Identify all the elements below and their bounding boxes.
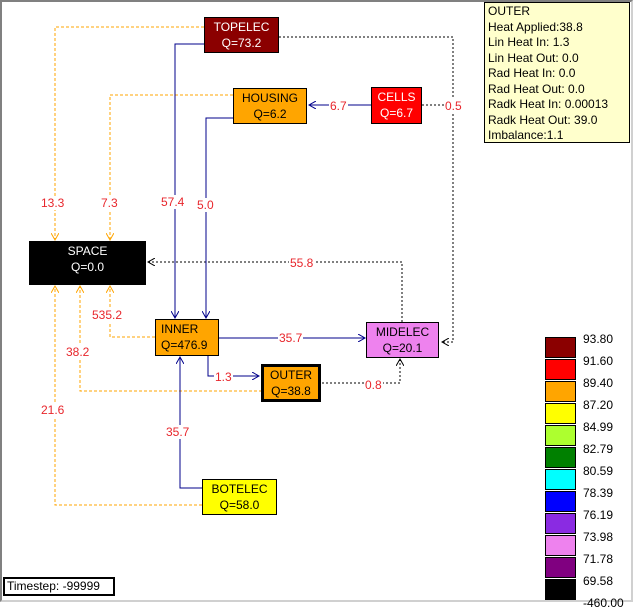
legend-value: -460.00 — [583, 596, 624, 610]
edge-label-inner-space: 535.2 — [91, 308, 124, 322]
legend-value: 76.19 — [583, 508, 614, 522]
node-name: OUTER — [270, 368, 312, 382]
edge-label-topelec-inner: 57.4 — [160, 195, 186, 209]
edge-label-midelec-space: 55.8 — [289, 256, 315, 270]
node-name: BOTELEC — [211, 482, 268, 496]
node-heat: Q=0.0 — [70, 260, 105, 274]
edge-midelec-space — [148, 262, 403, 322]
legend-swatch — [545, 359, 576, 380]
edge-outer-midelec — [322, 359, 400, 384]
edge-label-botelec-inner: 35.7 — [165, 425, 191, 439]
legend-swatch — [545, 469, 576, 490]
edge-label-outer-space: 38.2 — [65, 345, 91, 359]
edge-housing-space — [110, 94, 233, 240]
node-topelec[interactable]: TOPELEC Q=73.2 — [204, 17, 279, 53]
node-space[interactable]: SPACE Q=0.0 — [29, 241, 146, 285]
legend-value: 93.80 — [583, 332, 614, 346]
node-name: MIDELEC — [375, 325, 430, 339]
node-heat: Q=6.7 — [379, 106, 414, 120]
timestep-display: Timestep: -99999 — [3, 577, 115, 596]
node-name: CELLS — [377, 90, 416, 104]
edge-label-topelec-space: 13.3 — [40, 196, 66, 210]
info-lin-heat-in: Lin Heat In: 1.3 — [488, 35, 570, 49]
legend-swatch — [545, 557, 576, 578]
edge-outer-space — [80, 286, 262, 392]
edge-label-cells-housing: 6.7 — [329, 99, 348, 113]
edge-housing-inner — [206, 117, 233, 318]
edge-label-inner-outer: 1.3 — [214, 370, 233, 384]
legend-value: 78.39 — [583, 486, 614, 500]
edge-label-outer-midelec: 0.8 — [364, 378, 383, 392]
legend-value: 80.59 — [583, 464, 614, 478]
node-name: SPACE — [67, 244, 108, 258]
edge-label-housing-space: 7.3 — [100, 196, 119, 210]
edge-topelec-inner — [175, 43, 204, 318]
info-heat-applied: Heat Applied:38.8 — [488, 19, 583, 34]
node-info-panel: OUTER Heat Applied:38.8 Lin Heat In: 1.3… — [484, 2, 630, 143]
edge-cells-midelec — [398, 104, 454, 342]
legend-value: 69.58 — [583, 574, 614, 588]
node-outer[interactable]: OUTER Q=38.8 — [261, 364, 321, 402]
node-heat: Q=476.9 — [161, 338, 208, 352]
edge-label-cells-midelec: 0.5 — [444, 99, 463, 113]
legend-swatch — [545, 381, 576, 402]
edge-label-housing-inner: 5.0 — [196, 198, 215, 212]
info-lin-heat-out: Lin Heat Out: 0.0 — [488, 50, 579, 65]
edge-botelec-inner — [180, 357, 202, 489]
legend-value: 82.79 — [583, 442, 614, 456]
info-imbalance: Imbalance:1.1 — [488, 128, 564, 142]
edge-inner-space — [110, 286, 155, 338]
node-cells[interactable]: CELLS Q=6.7 — [371, 87, 422, 124]
node-botelec[interactable]: BOTELEC Q=58.0 — [202, 479, 277, 515]
node-name: HOUSING — [241, 91, 298, 105]
node-name: TOPELEC — [213, 20, 270, 34]
node-heat: Q=58.0 — [219, 498, 260, 512]
node-heat: Q=73.2 — [221, 36, 262, 50]
legend-swatch — [545, 535, 576, 556]
edge-botelec-space — [55, 286, 202, 506]
node-heat: Q=20.1 — [382, 341, 423, 355]
edge-inner-outer — [207, 356, 259, 376]
edge-label-inner-midelec: 35.7 — [278, 331, 304, 345]
legend-swatch — [545, 513, 576, 534]
legend-value: 89.40 — [583, 376, 614, 390]
legend-swatch — [545, 425, 576, 446]
legend-swatch — [545, 579, 576, 600]
node-midelec[interactable]: MIDELEC Q=20.1 — [366, 322, 439, 358]
legend-value: 71.78 — [583, 552, 614, 566]
legend-swatch — [545, 403, 576, 424]
legend-swatch — [545, 337, 576, 358]
node-heat: Q=38.8 — [271, 384, 311, 398]
node-name: INNER — [161, 322, 199, 336]
info-radk-heat-out: Radk Heat Out: 39.0 — [488, 112, 598, 127]
info-radk-heat-in: Radk Heat In: 0.00013 — [488, 97, 609, 111]
legend-swatch — [545, 491, 576, 512]
info-rad-heat-out: Rad Heat Out: 0.0 — [488, 81, 585, 96]
edge-topelec-midelec — [279, 36, 454, 105]
info-title: OUTER — [488, 4, 530, 18]
node-heat: Q=6.2 — [253, 107, 287, 121]
node-housing[interactable]: HOUSING Q=6.2 — [233, 88, 307, 124]
legend-value: 87.20 — [583, 398, 614, 412]
legend-value: 84.99 — [583, 420, 614, 434]
legend-value: 73.98 — [583, 530, 614, 544]
info-rad-heat-in: Rad Heat In: 0.0 — [488, 66, 576, 80]
legend-value: 91.60 — [583, 354, 614, 368]
node-inner[interactable]: INNER Q=476.9 — [155, 319, 219, 356]
edge-topelec-space — [55, 26, 204, 240]
edge-label-botelec-space: 21.6 — [40, 403, 66, 417]
legend-swatch — [545, 447, 576, 468]
